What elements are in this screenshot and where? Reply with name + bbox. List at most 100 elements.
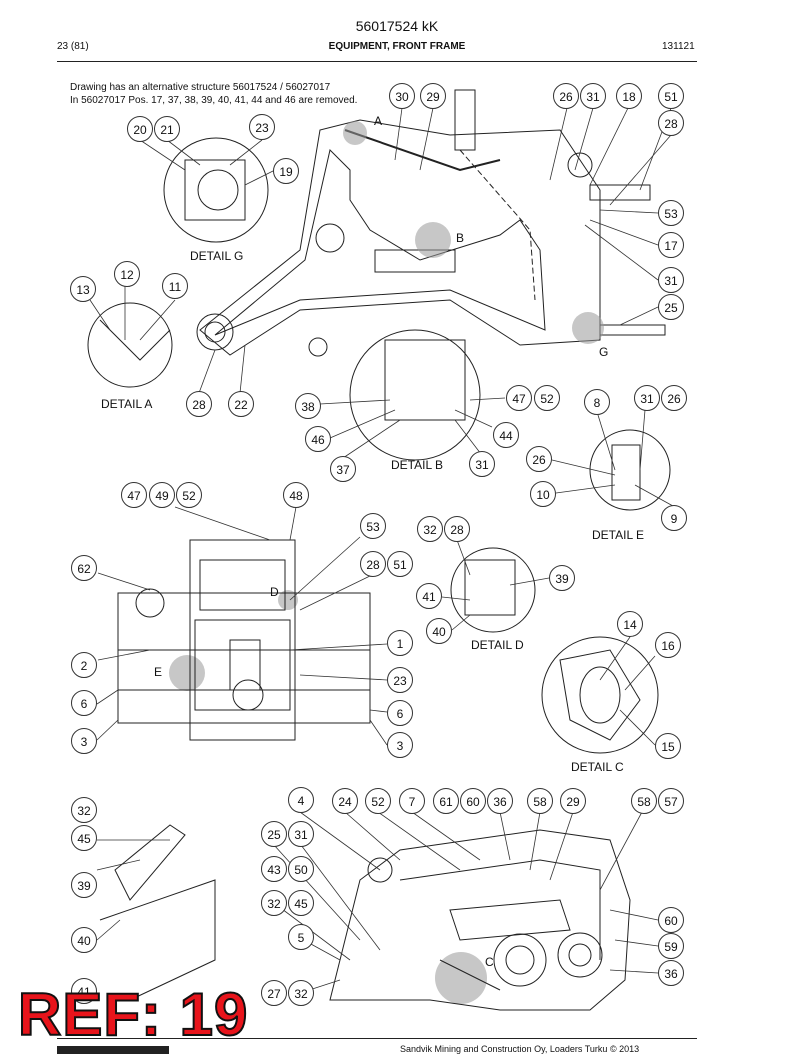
- callout-36: 36: [487, 788, 513, 814]
- callout-24: 24: [332, 788, 358, 814]
- date-code: 131121: [662, 41, 695, 52]
- callout-22: 22: [228, 391, 254, 417]
- view-letter-a: A: [374, 114, 383, 128]
- view-letter-g: G: [599, 345, 609, 359]
- callout-52: 52: [176, 482, 202, 508]
- page-number: 23 (81): [57, 41, 89, 52]
- callout-45: 45: [71, 825, 97, 851]
- callout-39: 39: [549, 565, 575, 591]
- footer-copyright: Sandvik Mining and Construction Oy, Load…: [400, 1044, 640, 1054]
- callout-43: 43: [261, 856, 287, 882]
- callout-25: 25: [658, 294, 684, 320]
- callout-2: 2: [71, 652, 97, 678]
- callout-23: 23: [387, 667, 413, 693]
- callout-6: 6: [71, 690, 97, 716]
- callout-53: 53: [658, 200, 684, 226]
- callout-5: 5: [288, 924, 314, 950]
- callout-7: 7: [399, 788, 425, 814]
- callout-21: 21: [154, 116, 180, 142]
- callout-60: 60: [460, 788, 486, 814]
- header-divider: [57, 61, 697, 62]
- callout-57: 57: [658, 788, 684, 814]
- callout-40: 40: [71, 927, 97, 953]
- callout-12: 12: [114, 261, 140, 287]
- callout-58: 58: [631, 788, 657, 814]
- callout-14: 14: [617, 611, 643, 637]
- callout-17: 17: [658, 232, 684, 258]
- callout-39: 39: [71, 872, 97, 898]
- callout-60: 60: [658, 907, 684, 933]
- callout-48: 48: [283, 482, 309, 508]
- callout-49: 49: [149, 482, 175, 508]
- callout-27: 27: [261, 980, 287, 1006]
- callout-26: 26: [526, 446, 552, 472]
- callout-30: 30: [389, 83, 415, 109]
- detail-g-label: DETAIL G: [190, 249, 244, 263]
- view-letter-e: E: [154, 665, 163, 679]
- callout-26: 26: [553, 83, 579, 109]
- callout-1: 1: [387, 630, 413, 656]
- callout-4: 4: [288, 787, 314, 813]
- view-letter-b: B: [456, 231, 465, 245]
- callout-25: 25: [261, 821, 287, 847]
- callout-37: 37: [330, 456, 356, 482]
- callout-36: 36: [658, 960, 684, 986]
- detail-b-label: DETAIL B: [391, 458, 444, 472]
- callout-6: 6: [387, 700, 413, 726]
- callout-32: 32: [261, 890, 287, 916]
- callout-11: 11: [162, 273, 188, 299]
- callout-59: 59: [658, 933, 684, 959]
- callout-52: 52: [365, 788, 391, 814]
- callout-58: 58: [527, 788, 553, 814]
- callout-16: 16: [655, 632, 681, 658]
- detail-c-label: DETAIL C: [571, 760, 624, 774]
- callout-26: 26: [661, 385, 687, 411]
- callout-28: 28: [658, 110, 684, 136]
- brand-logo: [57, 1046, 169, 1054]
- callout-47: 47: [121, 482, 147, 508]
- callout-28: 28: [444, 516, 470, 542]
- callout-40: 40: [426, 618, 452, 644]
- callout-15: 15: [655, 733, 681, 759]
- callout-28: 28: [186, 391, 212, 417]
- detail-d-label: DETAIL D: [471, 638, 524, 652]
- callout-47: 47: [506, 385, 532, 411]
- reference-stamp: REF: 19: [17, 981, 249, 1048]
- callout-28: 28: [360, 551, 386, 577]
- callout-9: 9: [661, 505, 687, 531]
- callout-3: 3: [71, 728, 97, 754]
- view-letter-c: C: [485, 955, 494, 969]
- callout-61: 61: [433, 788, 459, 814]
- callout-52: 52: [534, 385, 560, 411]
- callout-18: 18: [616, 83, 642, 109]
- callout-19: 19: [273, 158, 299, 184]
- callout-51: 51: [658, 83, 684, 109]
- callout-31: 31: [658, 267, 684, 293]
- callout-8: 8: [584, 389, 610, 415]
- view-letter-d: D: [270, 585, 279, 599]
- footer-divider: [57, 1038, 697, 1039]
- callout-3: 3: [387, 732, 413, 758]
- callout-32: 32: [417, 516, 443, 542]
- section-title: EQUIPMENT, FRONT FRAME: [328, 41, 466, 52]
- callout-13: 13: [70, 276, 96, 302]
- detail-e-label: DETAIL E: [592, 528, 645, 542]
- callout-31: 31: [580, 83, 606, 109]
- callout-31: 31: [288, 821, 314, 847]
- callout-29: 29: [420, 83, 446, 109]
- callout-45: 45: [288, 890, 314, 916]
- callout-20: 20: [127, 116, 153, 142]
- callout-50: 50: [288, 856, 314, 882]
- callout-32: 32: [288, 980, 314, 1006]
- removed-positions-note: In 56027017 Pos. 17, 37, 38, 39, 40, 41,…: [70, 95, 358, 106]
- callout-41: 41: [416, 583, 442, 609]
- callout-44: 44: [493, 422, 519, 448]
- callout-62: 62: [71, 555, 97, 581]
- callout-10: 10: [530, 481, 556, 507]
- callout-53: 53: [360, 513, 386, 539]
- callout-29: 29: [560, 788, 586, 814]
- callout-46: 46: [305, 426, 331, 452]
- callout-31: 31: [634, 385, 660, 411]
- callout-38: 38: [295, 393, 321, 419]
- callout-32: 32: [71, 797, 97, 823]
